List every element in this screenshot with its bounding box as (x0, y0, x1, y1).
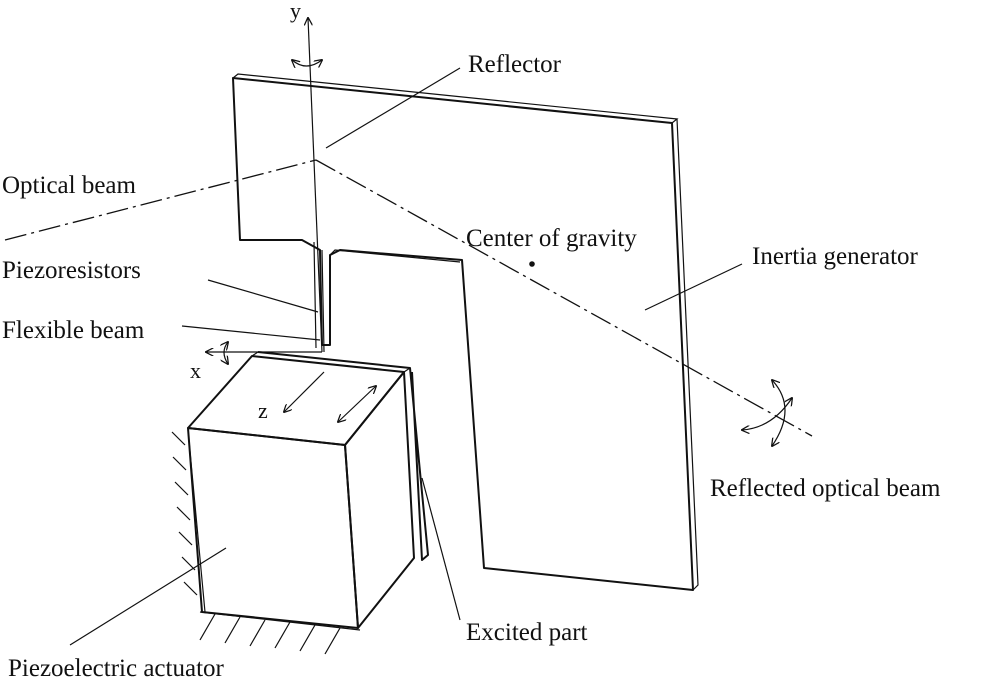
leader-inertia-generator (644, 263, 743, 311)
x-rotation-arrow (224, 342, 228, 364)
reflected-beam-rotation-arrow-2 (742, 398, 792, 430)
ground-hatching (171, 429, 361, 655)
label-reflected-optical-beam: Reflected optical beam (710, 475, 941, 502)
leader-reflector (325, 67, 461, 149)
excited-part-face (250, 351, 411, 373)
plate-thickness-top (232, 73, 679, 124)
leader-piezoelectric-actuator (69, 547, 227, 646)
label-z-axis: z (258, 398, 268, 423)
excited-part (257, 351, 429, 561)
actuator-front-face (187, 427, 359, 629)
slot-inner-edge (329, 249, 461, 263)
leader-piezoresistors (207, 279, 319, 313)
plate-thickness-right (676, 118, 699, 591)
label-reflector: Reflector (468, 51, 562, 78)
label-y-axis: y (290, 0, 301, 23)
reflector-plate (232, 77, 694, 591)
y-rotation-arrow (292, 60, 322, 66)
z-axis (284, 371, 325, 412)
label-inertia-generator: Inertia generator (752, 243, 919, 270)
label-excited-part: Excited part (466, 619, 588, 646)
y-axis (308, 18, 323, 353)
optical-beam-line (4, 159, 317, 241)
label-center-of-gravity: Center of gravity (466, 225, 637, 252)
reflected-beam-rotation-arrow (772, 380, 786, 446)
label-flexible-beam: Flexible beam (2, 317, 145, 344)
label-piezoresistors: Piezoresistors (2, 257, 141, 284)
leader-excited-part (421, 477, 461, 621)
label-piezoelectric-actuator: Piezoelectric actuator (8, 655, 225, 682)
reflected-optical-beam-line (315, 159, 813, 437)
flexible-beam (313, 241, 325, 353)
center-of-gravity-dot (529, 261, 535, 267)
label-optical-beam: Optical beam (2, 172, 137, 199)
label-x-axis: x (190, 358, 201, 383)
leader-flexible-beam (181, 325, 321, 341)
vibration-arrow (338, 386, 376, 422)
